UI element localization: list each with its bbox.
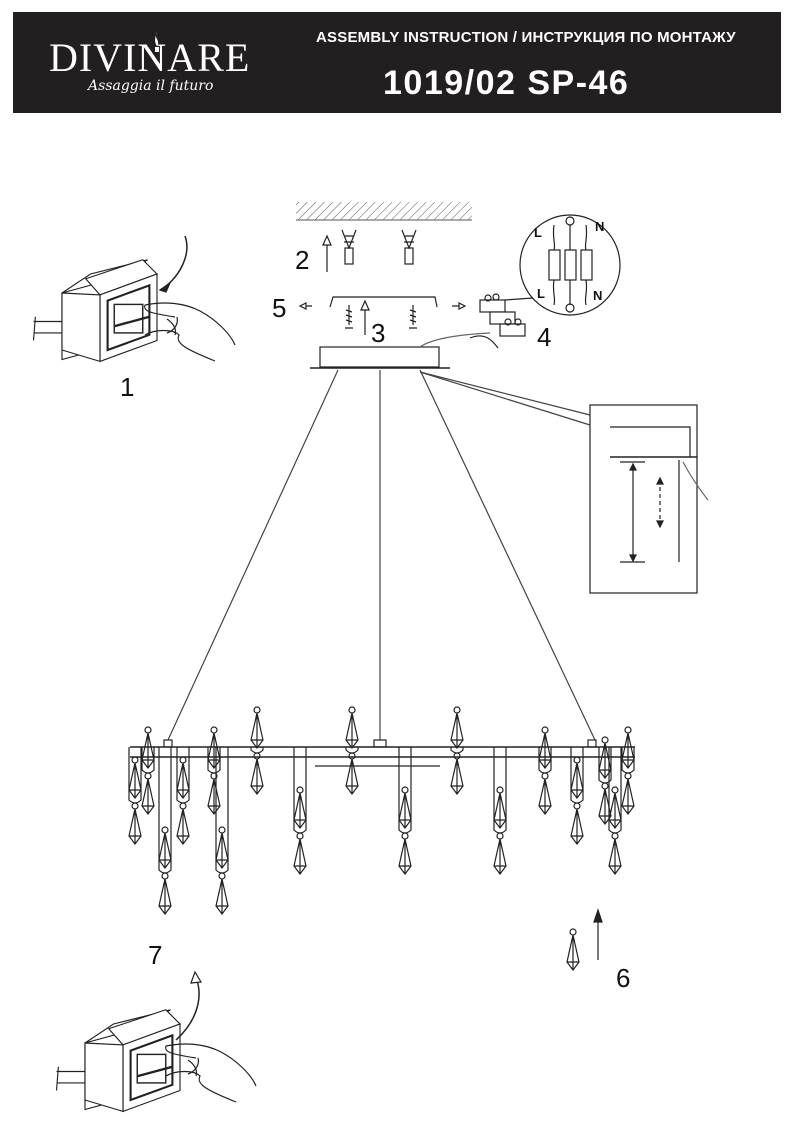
screw-icon [345, 305, 417, 329]
crystal-pendant-icon [608, 832, 622, 875]
suspension-cables [167, 369, 596, 741]
crystal-pendant-icon [538, 772, 552, 815]
chandelier-frame [130, 739, 635, 767]
wire-label-n-bottom: N [593, 288, 602, 303]
crystal-pendant-icon [493, 786, 507, 829]
crystal-pendant-icon [345, 706, 359, 749]
crystal-pendant-icon [608, 786, 622, 829]
crystal-pendant-icon [215, 872, 229, 915]
step-number-2: 2 [295, 245, 310, 275]
crystal-rods [128, 706, 635, 915]
crystal-pendant-icon [141, 772, 155, 815]
crystal-pendant-icon [450, 706, 464, 749]
crystal-pendant-icon [207, 772, 221, 815]
step-number-5: 5 [272, 293, 287, 323]
crystal-pendant-icon [176, 756, 190, 799]
step-number-6: 6 [616, 963, 631, 993]
step-number-7: 7 [148, 940, 163, 970]
instruction-title: ASSEMBLY INSTRUCTION / ИНСТРУКЦИЯ ПО МОН… [316, 29, 736, 46]
flame-icon [155, 32, 159, 52]
crystal-pendant-icon [176, 802, 190, 845]
up-arrow-icon [593, 908, 603, 923]
step7-illustration [55, 970, 257, 1113]
wire-label-n-top: N [595, 219, 604, 234]
step-number-3: 3 [371, 318, 386, 348]
model-number: 1019/02 SP-46 [383, 64, 630, 102]
crystal-pendant-icon [398, 786, 412, 829]
header-banner: DIVINARE Assaggia il futuro ASSEMBLY INS… [13, 12, 781, 113]
crystal-pendant-icon [158, 826, 172, 869]
crystal-pendant-icon [215, 826, 229, 869]
wire-label-l-bottom: L [537, 286, 545, 301]
brand-logo: DIVINARE [49, 35, 251, 80]
crystal-pendant-icon [566, 928, 580, 971]
crystal-pendant-icon [250, 752, 264, 795]
crystal-pendant-icon [293, 832, 307, 875]
brand-tagline: Assaggia il futuro [88, 78, 214, 94]
right-arrow-icon [452, 302, 467, 310]
crystal-pendant-icon [450, 752, 464, 795]
height-adjust-icon [656, 476, 664, 529]
crystal-pendant-icon [250, 706, 264, 749]
canopy [319, 346, 440, 368]
hand-icon [144, 302, 236, 362]
wiring-detail [504, 214, 621, 316]
crystal-pendant-icon [128, 802, 142, 845]
step1-illustration [32, 235, 236, 363]
crystal-pendant-icon [493, 832, 507, 875]
crystal-pendant-icon [128, 756, 142, 799]
circuit-breaker-icon [32, 258, 159, 363]
step-number-4: 4 [537, 322, 552, 352]
wire-label-l-top: L [534, 225, 542, 240]
crystal-pendant-icon [621, 772, 635, 815]
terminal-block-icon [469, 293, 526, 349]
wall-plug-icon [341, 229, 417, 265]
crystal-pendant-icon [158, 872, 172, 915]
crystal-pendant-icon [345, 752, 359, 795]
crystal-pendant-icon [293, 786, 307, 829]
height-adjust-detail [589, 404, 709, 594]
crystal-pendant-icon [570, 802, 584, 845]
crystal-pendant-icon [570, 756, 584, 799]
step-number-1: 1 [120, 372, 135, 402]
curved-arrow-icon [159, 235, 188, 291]
circuit-breaker-icon [55, 1008, 182, 1113]
left-arrow-icon [298, 302, 312, 310]
mounting-bracket [329, 296, 438, 308]
crystal-pendant-icon [398, 832, 412, 875]
ceiling-hatch [296, 202, 472, 220]
